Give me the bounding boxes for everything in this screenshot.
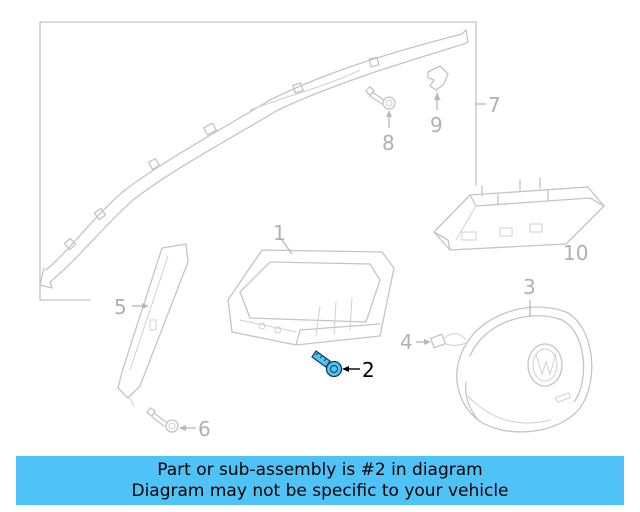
part-5-pillar-airbag xyxy=(117,243,189,407)
callout-2: 2 xyxy=(362,358,375,382)
callout-3: 3 xyxy=(523,275,536,299)
part-9-clip xyxy=(427,65,449,110)
banner-line-1: Part or sub-assembly is #2 in diagram xyxy=(157,459,483,480)
parts-diagram: 1 2 3 4 5 6 7 8 9 10 xyxy=(39,21,605,441)
part-4-connector xyxy=(416,333,469,349)
callout-9: 9 xyxy=(430,113,443,137)
callout-5: 5 xyxy=(114,295,127,319)
callout-1: 1 xyxy=(273,221,286,245)
callout-6: 6 xyxy=(198,417,211,441)
callout-4: 4 xyxy=(400,330,413,354)
callout-10: 10 xyxy=(563,241,588,265)
info-banner: Part or sub-assembly is #2 in diagram Di… xyxy=(16,456,624,505)
curtain-airbag-group xyxy=(39,21,477,301)
part-10-module xyxy=(433,177,605,251)
banner-line-2: Diagram may not be specific to your vehi… xyxy=(131,480,509,501)
part-1-airbag xyxy=(227,239,395,346)
part-3-wheel-airbag xyxy=(456,300,593,433)
callout-7: 7 xyxy=(488,93,501,117)
part-2-head xyxy=(325,360,343,378)
part-2-bolt xyxy=(311,350,360,378)
part-6-bolt xyxy=(146,407,196,433)
part-8-bolt xyxy=(365,86,396,128)
callout-8: 8 xyxy=(382,131,395,155)
